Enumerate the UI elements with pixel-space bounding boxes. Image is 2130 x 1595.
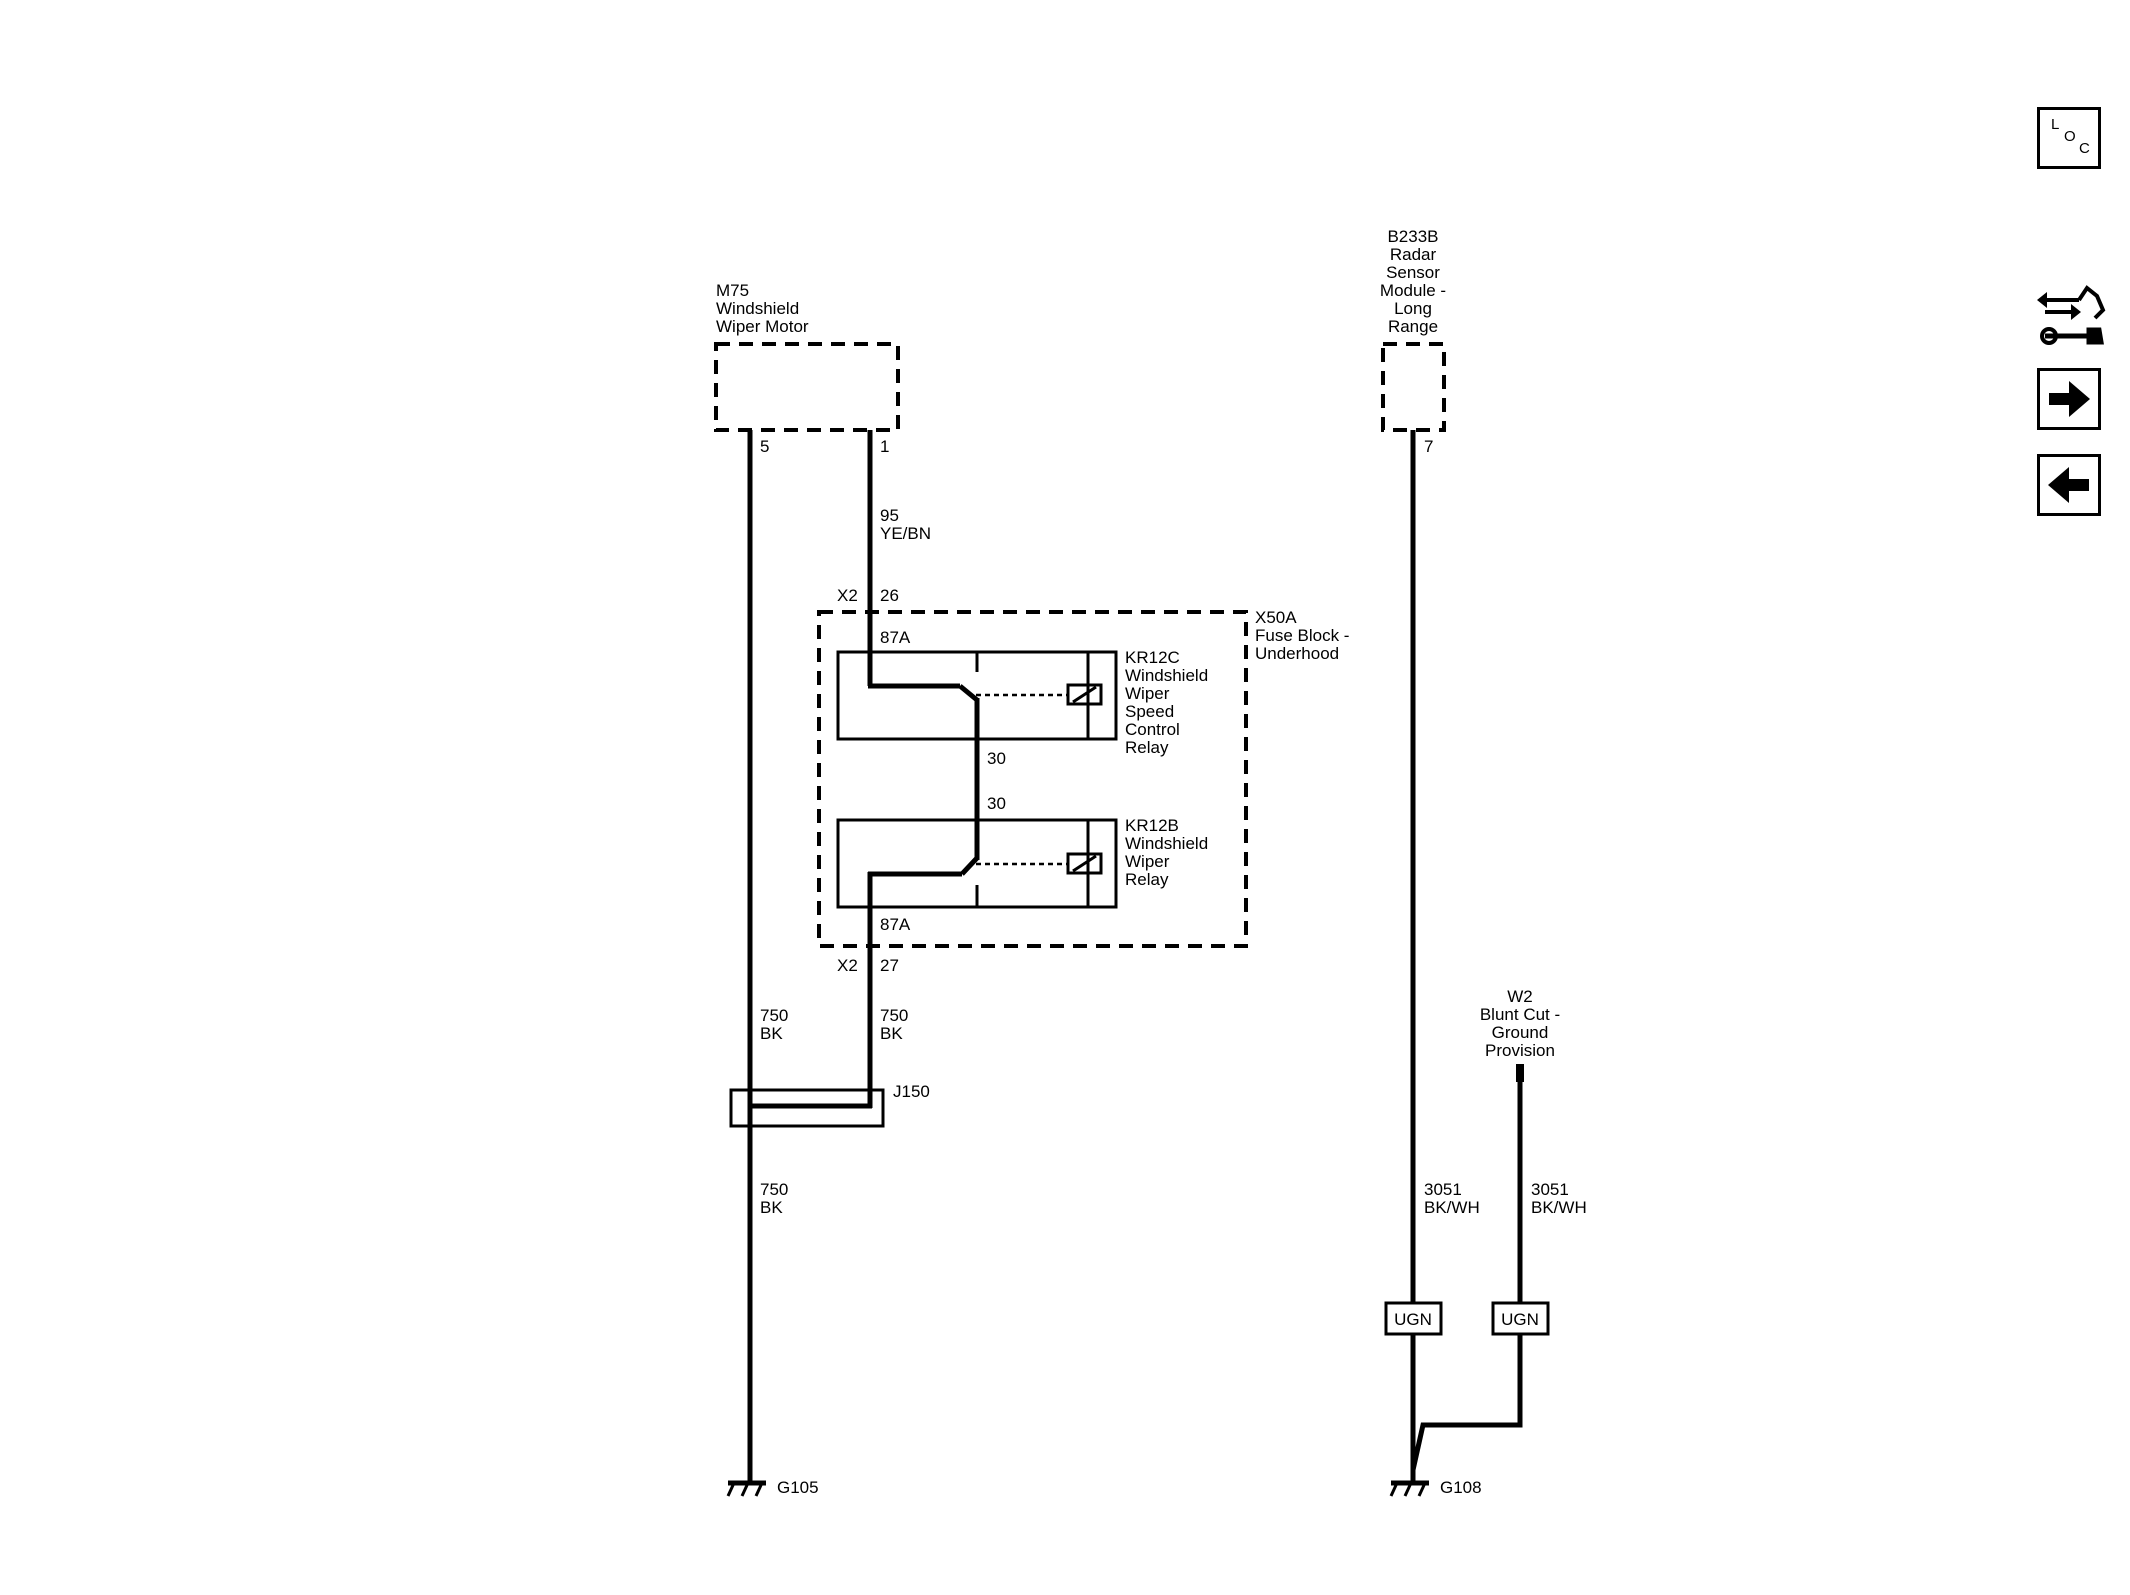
g105-tick-3 <box>754 1482 764 1497</box>
m75-pin-5: 5 <box>760 437 769 456</box>
kr12b-label-3: Wiper <box>1125 852 1170 871</box>
g105-tick-2 <box>740 1482 750 1497</box>
w2-label-4: Provision <box>1485 1041 1555 1060</box>
ugn-left-label: UGN <box>1394 1310 1432 1329</box>
wire-750-upper-color: BK <box>760 1024 783 1043</box>
x2-connector-top: X2 <box>837 586 858 605</box>
g108-tick-2 <box>1403 1482 1413 1497</box>
kr12c-pin-30: 30 <box>987 749 1006 768</box>
wire-750-branch-color: BK <box>880 1024 903 1043</box>
wire-95-color: YE/BN <box>880 524 931 543</box>
previous-page-button[interactable] <box>2037 454 2101 516</box>
b233b-label-5: Long <box>1394 299 1432 318</box>
wire-95-number: 95 <box>880 506 899 525</box>
w2-label-1: W2 <box>1507 987 1533 1006</box>
b233b-label-2: Radar <box>1390 245 1437 264</box>
kr12c-pin-87a: 87A <box>880 628 911 647</box>
ugn-tag-left: UGN <box>1384 1301 1443 1336</box>
m75-label-1: M75 <box>716 281 749 300</box>
wire-3051-right-number: 3051 <box>1531 1180 1569 1199</box>
kr12b-wiper-relay[interactable]: KR12B Windshield Wiper Relay <box>836 816 1208 909</box>
j150-label: J150 <box>893 1082 930 1101</box>
j150-body <box>729 1088 885 1128</box>
wire-750-upper-number: 750 <box>760 1006 788 1025</box>
service-info-icon[interactable] <box>2035 278 2107 350</box>
x50a-label-1: X50A <box>1255 608 1297 627</box>
g108-tick-1 <box>1389 1482 1399 1497</box>
j150-splice[interactable]: J150 <box>729 1082 930 1128</box>
x2-pin-26: 26 <box>880 586 899 605</box>
wire-750-branch-number: 750 <box>880 1006 908 1025</box>
ugn-tag-right: UGN <box>1491 1301 1550 1336</box>
wire-3051-left-color: BK/WH <box>1424 1198 1480 1217</box>
ugn-right-label: UGN <box>1501 1310 1539 1329</box>
g105-label: G105 <box>777 1478 819 1497</box>
wire-750-lower-color: BK <box>760 1198 783 1217</box>
b233b-outline <box>1381 342 1446 432</box>
w2-label-3: Ground <box>1492 1023 1549 1042</box>
b233b-label-1: B233B <box>1387 227 1438 246</box>
x2-pin-27: 27 <box>880 956 899 975</box>
b233b-label-6: Range <box>1388 317 1438 336</box>
b233b-label-3: Sensor <box>1386 263 1440 282</box>
g105-tick-1 <box>726 1482 736 1497</box>
loc-letter-l: L <box>2051 116 2060 133</box>
kr12c-label-5: Control <box>1125 720 1180 739</box>
wire-3051-right-lower[interactable] <box>1410 1334 1523 1471</box>
kr12b-label-1: KR12B <box>1125 816 1179 835</box>
loc-letter-o: O <box>2064 128 2076 145</box>
b233b-radar-sensor-module[interactable]: B233B Radar Sensor Module - Long Range <box>1380 227 1446 432</box>
kr12c-label-2: Windshield <box>1125 666 1208 685</box>
g108-label: G108 <box>1440 1478 1482 1497</box>
m75-label-3: Wiper Motor <box>716 317 809 336</box>
arrow-left-icon <box>2048 467 2089 503</box>
kr12b-pin-30: 30 <box>987 794 1006 813</box>
x50a-outline <box>817 610 1248 948</box>
kr12c-label-3: Wiper <box>1125 684 1170 703</box>
wire-3051-right-color: BK/WH <box>1531 1198 1587 1217</box>
m75-outline <box>714 342 900 432</box>
g108-ground[interactable]: G108 <box>1389 1478 1482 1497</box>
x50a-label-3: Underhood <box>1255 644 1339 663</box>
wire-3051-left-number: 3051 <box>1424 1180 1462 1199</box>
g105-ground[interactable]: G105 <box>726 1478 819 1497</box>
next-page-button[interactable] <box>2037 368 2101 430</box>
kr12c-label-6: Relay <box>1125 738 1169 757</box>
wire-750-lower-number: 750 <box>760 1180 788 1199</box>
m75-pin-1: 1 <box>880 437 889 456</box>
kr12c-switch-arm <box>958 684 979 702</box>
kr12c-coil-diag <box>1072 685 1097 704</box>
m75-wiper-motor[interactable]: M75 Windshield Wiper Motor <box>714 281 900 432</box>
kr12c-label-1: KR12C <box>1125 648 1180 667</box>
x50a-label-2: Fuse Block - <box>1255 626 1349 645</box>
kr12c-speed-control-relay[interactable]: KR12C Windshield Wiper Speed Control Rel… <box>836 648 1208 860</box>
kr12b-label-2: Windshield <box>1125 834 1208 853</box>
x50a-fuse-block[interactable]: X50A Fuse Block - Underhood <box>817 608 1349 948</box>
kr12c-label-4: Speed <box>1125 702 1174 721</box>
kr12b-label-4: Relay <box>1125 870 1169 889</box>
location-button[interactable]: L O C <box>2037 107 2101 169</box>
arrow-right-icon <box>2049 381 2090 417</box>
b233b-pin-7: 7 <box>1424 437 1433 456</box>
kr12b-pin-87a: 87A <box>880 915 911 934</box>
b233b-label-4: Module - <box>1380 281 1446 300</box>
m75-label-2: Windshield <box>716 299 799 318</box>
g108-tick-3 <box>1417 1482 1427 1497</box>
kr12b-coil-diag <box>1072 854 1097 873</box>
w2-blunt-cut-end <box>1516 1064 1524 1082</box>
kr12b-switch-arm <box>960 856 979 876</box>
x2-connector-bottom: X2 <box>837 956 858 975</box>
w2-blunt-cut-ground[interactable]: W2 Blunt Cut - Ground Provision <box>1480 987 1560 1082</box>
w2-label-2: Blunt Cut - <box>1480 1005 1560 1024</box>
loc-letter-c: C <box>2079 140 2090 157</box>
